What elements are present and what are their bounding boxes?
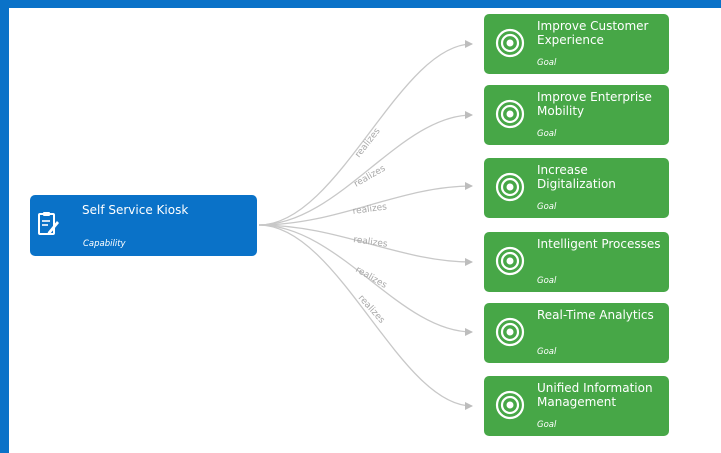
- goal-type: Goal: [537, 129, 557, 139]
- edge-label-2: realizes: [353, 164, 388, 190]
- goal-target-icon: [495, 317, 525, 347]
- diagram-canvas: realizes realizes realizes realizes real…: [9, 8, 721, 453]
- goal-title: Real-Time Analytics: [537, 308, 654, 322]
- goal-node-2[interactable]: Improve Enterprise Mobility Goal: [484, 85, 669, 145]
- goal-title: Increase Digitalization: [537, 163, 616, 191]
- edge-realizes-1[interactable]: [258, 40, 473, 226]
- goal-node-6[interactable]: Unified Information Management Goal: [484, 376, 669, 436]
- goal-type: Goal: [537, 276, 557, 286]
- goal-type: Goal: [537, 202, 557, 212]
- goal-target-icon: [495, 390, 525, 420]
- edge-realizes-6[interactable]: [258, 224, 473, 410]
- edge-label-5: realizes: [354, 265, 389, 291]
- goal-node-3[interactable]: Increase Digitalization Goal: [484, 158, 669, 218]
- capability-type: Capability: [83, 239, 126, 249]
- goal-target-icon: [495, 99, 525, 129]
- edge-label-6: realizes: [356, 293, 387, 326]
- goal-node-1[interactable]: Improve Customer Experience Goal: [484, 14, 669, 74]
- goal-title: Unified Information Management: [537, 381, 653, 409]
- edge-label-4: realizes: [353, 235, 389, 250]
- capability-title: Self Service Kiosk: [82, 203, 189, 217]
- goal-target-icon: [495, 172, 525, 202]
- goal-type: Goal: [537, 347, 557, 357]
- capability-node[interactable]: Self Service Kiosk Capability: [30, 195, 257, 256]
- edge-realizes-3[interactable]: [258, 182, 473, 226]
- edge-realizes-4[interactable]: [258, 224, 473, 266]
- edges-layer: realizes realizes realizes realizes real…: [258, 40, 473, 410]
- goal-type: Goal: [537, 420, 557, 430]
- capability-icon: [38, 211, 60, 237]
- goal-title: Improve Enterprise Mobility: [537, 90, 652, 118]
- goal-type: Goal: [537, 58, 557, 68]
- goal-target-icon: [495, 246, 525, 276]
- edge-label-1: realizes: [353, 126, 382, 160]
- edge-label-3: realizes: [352, 202, 388, 217]
- edge-realizes-2[interactable]: [258, 111, 473, 226]
- goal-node-4[interactable]: Intelligent Processes Goal: [484, 232, 669, 292]
- goal-title: Improve Customer Experience: [537, 19, 649, 47]
- edge-realizes-5[interactable]: [258, 224, 473, 336]
- goal-node-5[interactable]: Real-Time Analytics Goal: [484, 303, 669, 363]
- goal-title: Intelligent Processes: [537, 237, 661, 251]
- goal-target-icon: [495, 28, 525, 58]
